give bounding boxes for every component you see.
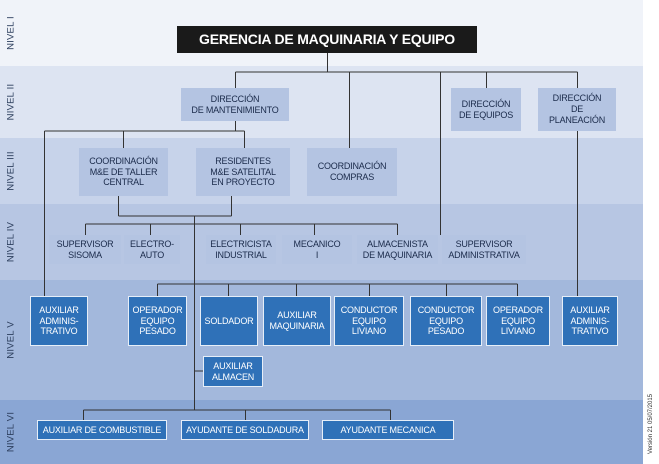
box-direccion-planeacion: DIRECCIÓN DE PLANEACIÓN — [538, 88, 616, 131]
level-band-2 — [0, 66, 643, 138]
box-supervisor-sisoma: SUPERVISOR SISOMA — [49, 235, 121, 264]
box-auxiliar-administrativo-right: AUXILIAR ADMINIS- TRATIVO — [562, 296, 618, 346]
box-coordinacion-taller-central: COORDINACIÓN M&E DE TALLER CENTRAL — [79, 148, 168, 196]
box-ayudante-mecanica: AYUDANTE MECANICA — [322, 420, 454, 440]
box-auxiliar-maquinaria: AUXILIAR MAQUINARIA — [263, 296, 331, 346]
box-electricista-industrial: ELECTRICISTA INDUSTRIAL — [206, 235, 276, 264]
version-text: Versión 21 05/07/2015 — [647, 393, 654, 455]
box-supervisor-administrativa: SUPERVISOR ADMINISTRATIVA — [442, 235, 526, 264]
box-soldador: SOLDADOR — [200, 296, 258, 346]
box-residentes-satelital: RESIDENTES M&E SATELITAL EN PROYECTO — [196, 148, 290, 196]
box-mecanico: MECANICO I — [282, 235, 352, 264]
box-auxiliar-combustible: AUXILIAR DE COMBUSTIBLE — [37, 420, 167, 440]
version-stamp: Versión 21 05/07/2015 — [644, 386, 657, 462]
box-electroauto: ELECTRO- AUTO — [124, 235, 180, 264]
box-coordinacion-compras: COORDINACIÓN COMPRAS — [307, 148, 397, 196]
box-auxiliar-administrativo-left: AUXILIAR ADMINIS- TRATIVO — [30, 296, 88, 346]
box-almacenista-maquinaria: ALMACENISTA DE MAQUINARIA — [357, 235, 438, 264]
box-auxiliar-almacen: AUXILIAR ALMACEN — [203, 356, 263, 387]
box-direccion-equipos: DIRECCIÓN DE EQUIPOS — [451, 88, 521, 131]
box-operador-equipo-pesado: OPERADOR EQUIPO PESADO — [128, 296, 187, 346]
box-conductor-equipo-liviano: CONDUCTOR EQUIPO LIVIANO — [334, 296, 404, 346]
box-conductor-equipo-pesado: CONDUCTOR EQUIPO PESADO — [410, 296, 482, 346]
title-box-gerencia: GERENCIA DE MAQUINARIA Y EQUIPO — [177, 26, 477, 53]
box-ayudante-soldadura: AYUDANTE DE SOLDADURA — [181, 420, 309, 440]
box-operador-equipo-liviano: OPERADOR EQUIPO LIVIANO — [486, 296, 550, 346]
box-direccion-mantenimiento: DIRECCIÓN DE MANTENIMIENTO — [181, 88, 289, 121]
